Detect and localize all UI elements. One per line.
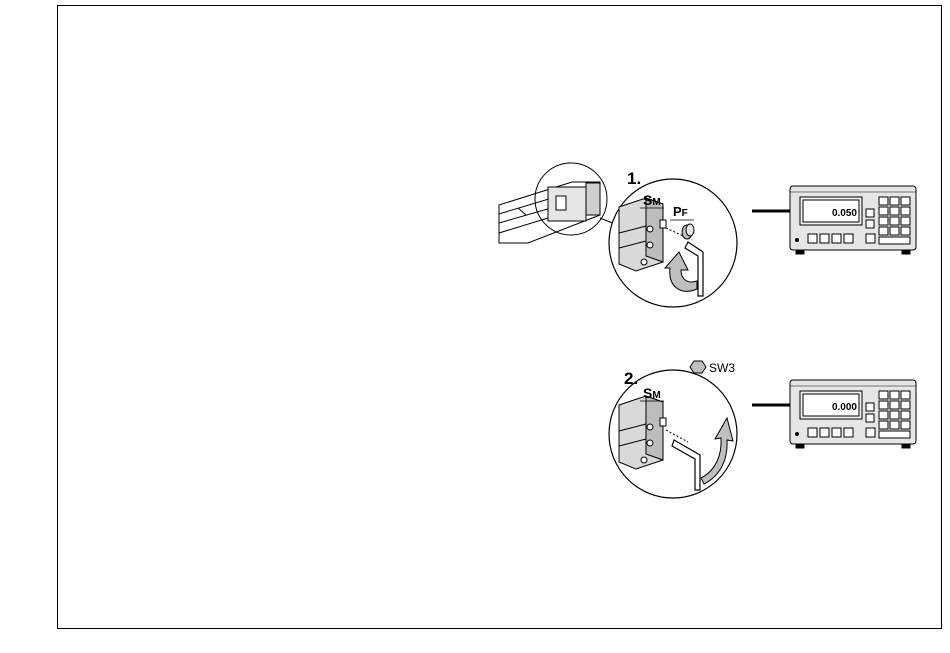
display-readout-2: 0.000 [832,402,857,413]
position-display-2 [790,380,916,448]
step-2-number: 2. [624,369,638,388]
linear-scale-drawing [499,182,600,243]
hex-wrench-size-icon [690,361,706,373]
step-2: 2. SM SW3 [609,361,737,498]
display-readout-1: 0.050 [832,208,857,219]
step-1: 1. SM PF [499,163,737,307]
position-display-1 [790,186,916,254]
wrench-size-label: SW3 [709,361,735,375]
step-1-number: 1. [627,169,641,188]
